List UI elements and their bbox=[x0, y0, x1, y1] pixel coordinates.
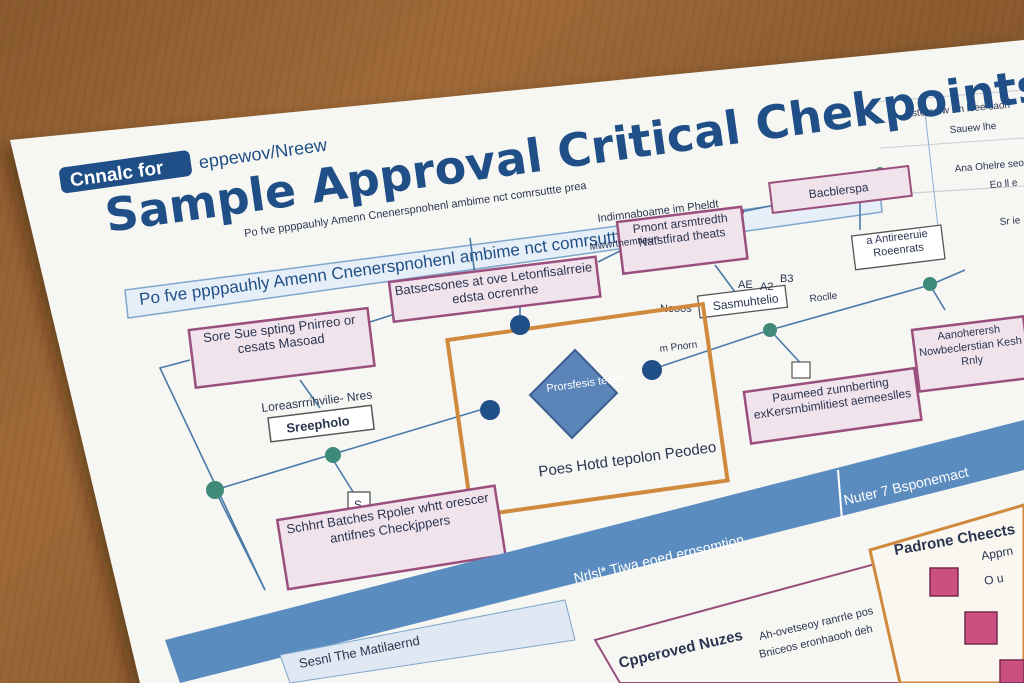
top-mid-process-box bbox=[387, 255, 602, 324]
annotation-ppp: m Pnorn bbox=[659, 339, 698, 355]
right-top-box bbox=[768, 164, 913, 214]
doc-icon bbox=[791, 361, 811, 379]
sidebar-line-2: Sauew lhe bbox=[949, 121, 997, 136]
mid-right-step-box bbox=[696, 284, 789, 319]
annotation-b3: B3 bbox=[780, 273, 793, 285]
small-step-label: S bbox=[354, 498, 362, 512]
annotation-a2: A2 bbox=[760, 281, 773, 293]
right-small-box bbox=[850, 224, 946, 271]
annotation-ae: AE bbox=[738, 279, 753, 291]
legend-item-2: O u bbox=[983, 571, 1004, 588]
legend-item-1: Apprn bbox=[980, 544, 1014, 563]
bottom-left-process-box bbox=[275, 484, 507, 591]
header-badge bbox=[59, 150, 192, 194]
bottom-banner bbox=[165, 420, 1024, 683]
decision-frame bbox=[445, 301, 730, 519]
bottom-strip bbox=[279, 599, 576, 683]
decision-diamond bbox=[528, 348, 619, 440]
sidebar-line-4: Eo ll e bbox=[989, 178, 1018, 191]
left-process-box bbox=[187, 306, 376, 390]
legend-swatch-2 bbox=[964, 611, 998, 645]
top-right-process-box bbox=[615, 205, 749, 276]
step-box bbox=[267, 404, 375, 443]
annotation-rollie: Roclle bbox=[809, 291, 838, 305]
sidebar-line-5: Sr ie bbox=[999, 215, 1021, 228]
legend-swatch-3 bbox=[999, 659, 1024, 683]
legend-swatch-1 bbox=[929, 567, 959, 597]
notes-panel bbox=[593, 558, 917, 683]
far-right-process-box bbox=[910, 314, 1024, 393]
step-markers bbox=[480, 315, 662, 420]
lower-right-process-box bbox=[742, 366, 923, 445]
